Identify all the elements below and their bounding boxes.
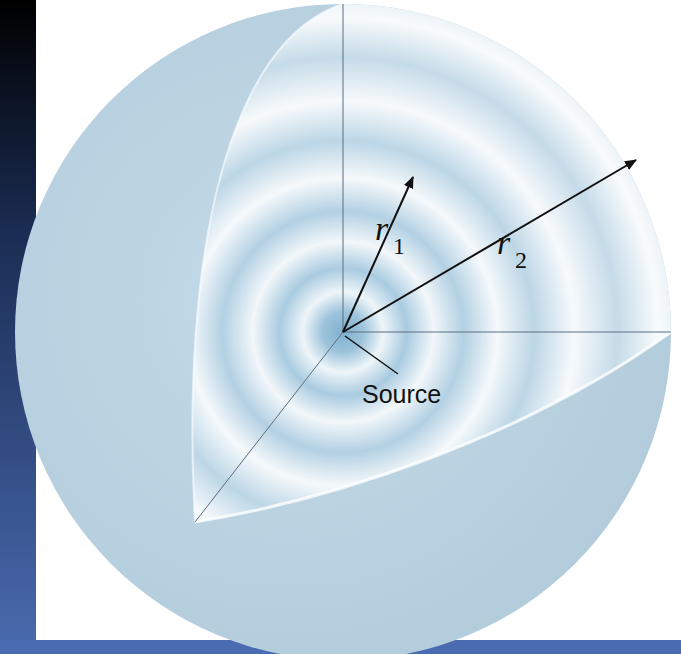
- leader-line: [345, 336, 398, 374]
- sphere: [15, 4, 671, 654]
- source-label: Source: [362, 382, 441, 407]
- radius-arrow: [343, 160, 636, 332]
- cutaway-waves: [192, 4, 671, 522]
- radius-arrow: [343, 177, 413, 332]
- axis-line: [343, 332, 671, 333]
- radius-symbol: r: [375, 212, 388, 246]
- axis-line: [195, 332, 343, 522]
- cut-edge: [195, 332, 671, 522]
- cut-edge: [192, 4, 343, 522]
- radius-subscript: 1: [393, 234, 405, 258]
- radius-subscript: 2: [515, 248, 527, 272]
- axis-line: [343, 4, 344, 332]
- radius-symbol: r: [497, 226, 510, 260]
